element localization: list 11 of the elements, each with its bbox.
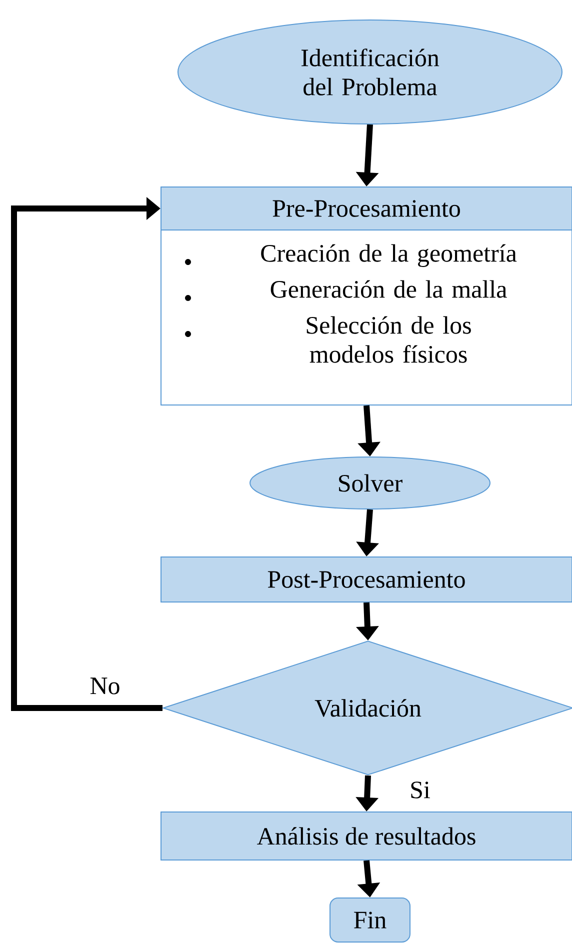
edge-label: Si: [408, 780, 432, 800]
process-box: Post-Procesamiento: [160, 556, 572, 602]
list-item: Creación de la geometría: [261, 244, 517, 267]
end-box: Fin: [330, 898, 410, 942]
arrow: [11, 197, 162, 711]
process-box: Análisis de resultados: [160, 812, 572, 860]
list-item: Generación de la malla: [270, 280, 507, 298]
edge-label: No: [88, 676, 122, 696]
list-item: Selección de los modelos físicos: [306, 316, 471, 363]
step-list-box: [160, 230, 572, 406]
process-box: Pre-Procesamiento: [160, 186, 572, 230]
